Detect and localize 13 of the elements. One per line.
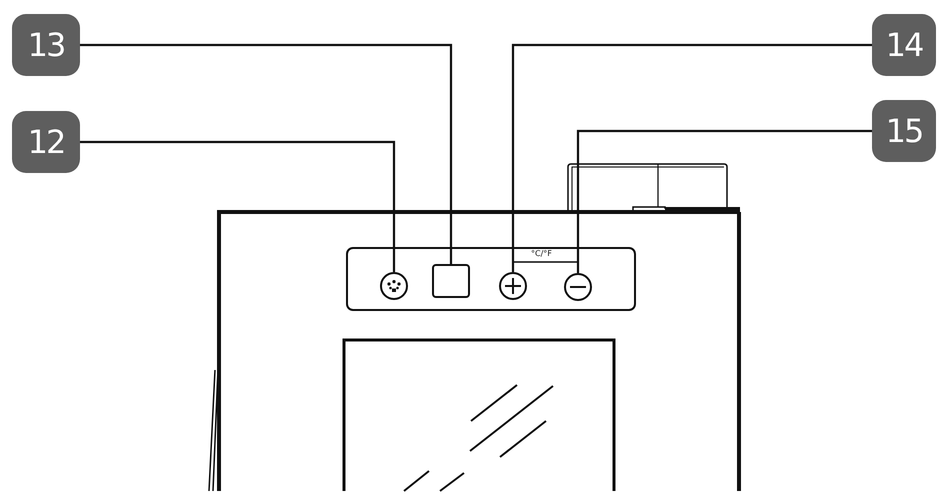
callout-number: 12	[12, 111, 80, 173]
callout-number: 14	[872, 14, 936, 76]
round-button	[380, 272, 408, 300]
leader-line	[80, 140, 396, 272]
leader-line	[576, 130, 872, 273]
minus-button	[564, 273, 592, 301]
leader-line	[80, 44, 452, 264]
leader-line	[512, 44, 872, 272]
display-screen	[432, 264, 470, 298]
callout-number: 15	[872, 100, 936, 162]
callout-number: 13	[12, 14, 80, 76]
unit-label: °C/°F	[531, 249, 552, 258]
plus-button	[499, 272, 527, 300]
